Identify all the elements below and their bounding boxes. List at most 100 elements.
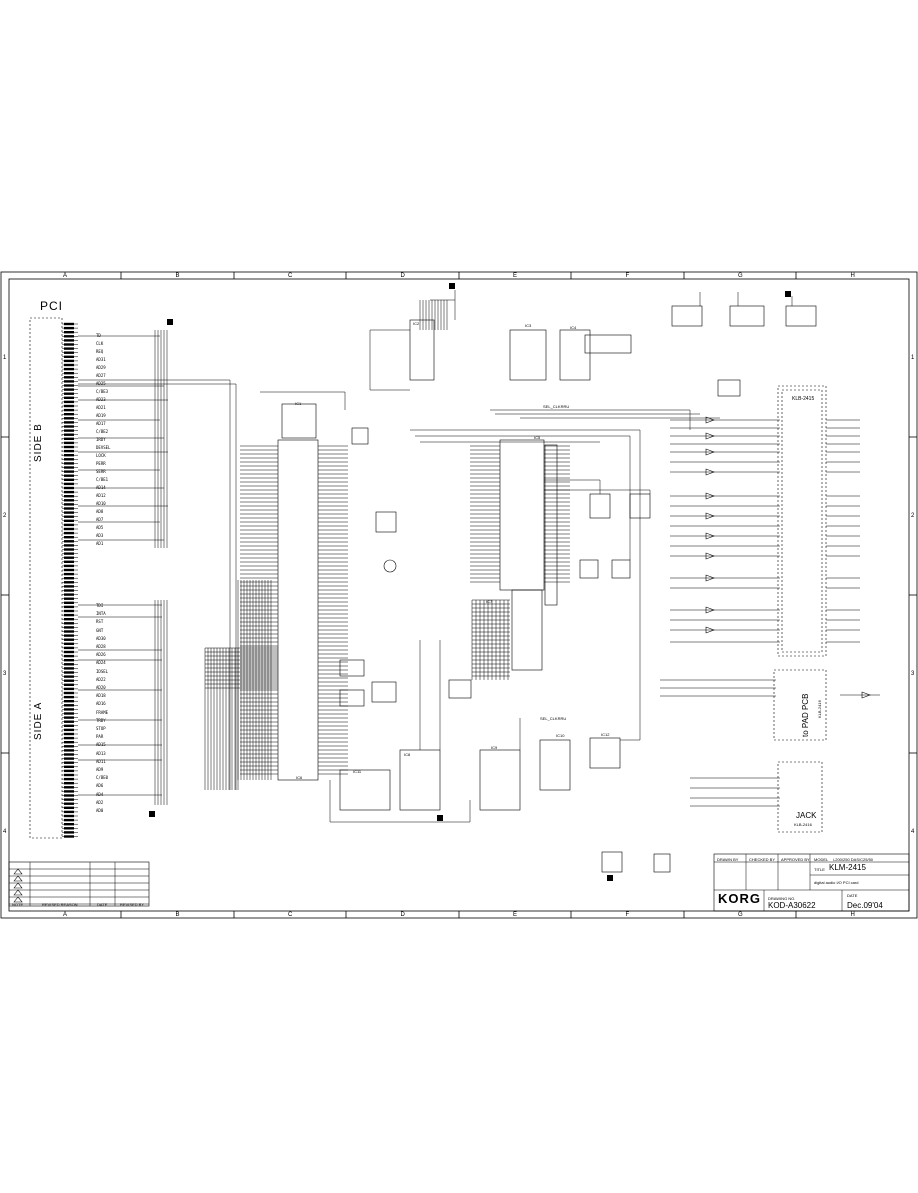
tb-model-value: i-200/250 DAS/C25/50 [833,857,874,862]
wire [415,435,631,560]
pci-signal-label: REQ [96,349,104,354]
pci-signal-label: AD24 [96,660,106,666]
pci-pin-pad [64,667,74,670]
pci-pin-pad [64,634,74,637]
pci-signal-label: AD0 [96,808,104,813]
pci-pin-pad [64,536,74,539]
pci-pin-pad [64,827,74,830]
tb-drawing-no: KOD-A30622 [768,901,816,910]
wire [490,409,691,430]
regulator-ic [785,305,817,327]
pci-pin-pad [64,560,74,563]
regulator-ic [717,379,741,397]
pci-pin-pad [64,527,74,531]
pci-pin-pad [64,515,74,518]
pci-signal-label: AD12 [96,493,106,498]
pci-pin-pad [64,695,74,699]
pci-pin-pad [64,326,74,330]
wire [329,780,471,823]
pci-signal-label: AD29 [96,365,106,370]
pci-pin-pad [64,790,74,793]
ic-label: IC7 [486,599,493,604]
rev-mark [13,882,23,889]
pci-pin-pad [64,605,74,609]
pci-pin-pad [64,691,74,695]
pci-pin-pad [64,339,74,342]
pci-pin-pad [64,622,74,625]
gnd-flag [607,875,613,881]
pci-pin-pad [64,458,74,461]
pci-pin-pad [64,581,74,584]
ic-label: IC5 [534,435,541,440]
ic-label: IC4 [570,325,577,330]
tb-model-label: MODEL [814,857,829,862]
zone-marker: F [625,273,630,279]
pci-pin-pad [64,404,74,408]
pci-pin-pad [64,712,74,715]
pci-pin-pad [64,470,74,473]
pci-pin-pad [64,589,74,592]
pci-controller-ic [277,439,319,781]
pci-pin-pad [64,708,74,711]
pci-signal-label: TDI [96,603,104,608]
logic-ic [539,739,571,791]
buffer-gate [705,552,715,560]
pci-pin-pad [64,749,74,752]
pci-pin-pad [64,745,74,748]
pci-pin-pad [64,347,74,350]
pci-pin-pad [64,609,74,613]
klb-block [777,385,827,657]
pci-pin-pad [64,429,74,432]
pci-signal-label: FRAME [96,709,109,715]
pci-pin-pad [64,441,74,445]
pci-pin-pad [64,425,74,428]
pci-pin-pad [64,445,74,449]
zone-marker: H [850,912,855,918]
gnd-flag [449,283,455,289]
pci-pin-pad [64,376,74,379]
pci-pin-pad [64,408,74,412]
buffer-gate [705,574,715,582]
zone-marker: 2 [911,513,915,519]
pci-pin-pad [64,359,74,363]
pci-pin-pad [64,818,74,822]
pci-signal-label: AD8 [96,509,104,514]
rev-mark [13,889,23,896]
pci-pin-pad [64,490,74,494]
pci-pin-pad [64,687,74,691]
pci-signal-label: AD16 [96,701,106,707]
tb-title-value: KLM-2415 [829,863,866,872]
pci-pin-pad [64,777,74,781]
pci-signal-label: AD6 [96,783,104,789]
klb-top-label: KLB-2415 [792,396,815,402]
pci-pin-pad [64,646,74,650]
pci-pin-pad [64,728,74,732]
logic-ic [579,559,599,579]
crystal [339,689,365,707]
zone-marker: C [288,273,293,279]
pci-pin-pad [64,757,74,760]
pci-signal-label: AD31 [96,357,106,362]
buffer-ic [409,319,435,381]
zone-marker: C [288,912,293,918]
pci-pin-pad [64,802,74,805]
pci-pin-pad [64,482,74,486]
zone-marker: B [175,912,180,918]
pci-pin-pad [64,343,74,346]
pci-pin-pad [64,601,74,604]
pci-pin-pad [64,823,74,826]
buffer-gate [705,492,715,500]
gnd-flag [167,319,173,325]
pci-pin-pad [64,700,74,703]
pci-pin-pad [64,367,74,371]
pci-pin-pad [64,322,74,326]
regulator-ic [671,305,703,327]
pci-signal-label: AD19 [96,413,106,418]
gnd-flag [149,811,155,817]
pci-pin-pad [64,413,74,416]
buffer-gate [705,432,715,440]
ic-label: IC11 [353,769,362,774]
pci-signal-label: AD22 [96,676,106,682]
pci-pin-pad [64,741,74,744]
zone-marker: 3 [911,671,915,677]
